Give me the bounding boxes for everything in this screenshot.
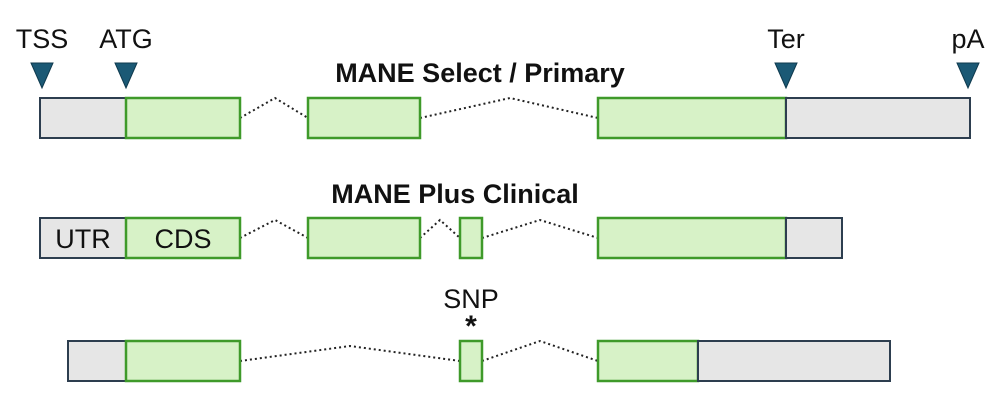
mane-plus-title: MANE Plus Clinical: [331, 179, 579, 209]
snp-star-icon: *: [465, 310, 477, 343]
utr-segment: [785, 97, 971, 139]
intron-line: [239, 96, 309, 119]
cds-exon: [306, 96, 422, 140]
cds-exon: [124, 339, 242, 383]
utr-segment: [67, 340, 127, 382]
pa-label: pA: [951, 24, 984, 54]
cds-exon: [458, 216, 484, 260]
mane-select-title: MANE Select / Primary: [335, 58, 625, 88]
cds-exon: [124, 216, 242, 260]
cds-label: CDS: [154, 224, 211, 254]
atg-label: ATG: [99, 24, 153, 54]
ter-marker-icon: [774, 62, 798, 90]
utr-segment: [39, 97, 127, 139]
intron-line: [239, 218, 309, 239]
cds-exon: [124, 96, 242, 140]
intron-line: [419, 218, 461, 239]
pa-marker-icon: [956, 62, 980, 90]
cds-exon: [306, 216, 422, 260]
snp-label: SNP: [443, 284, 499, 314]
utr-segment: [785, 217, 843, 259]
ter-label: Ter: [767, 24, 805, 54]
intron-line: [419, 96, 599, 119]
atg-marker-icon: [114, 62, 138, 90]
tss-label: TSS: [16, 24, 69, 54]
utr-label: UTR: [55, 224, 111, 254]
tss-marker-icon: [30, 62, 54, 90]
cds-exon: [596, 96, 788, 140]
intron-line: [481, 218, 599, 239]
cds-exon: [458, 339, 484, 383]
cds-exon: [596, 339, 700, 383]
utr-segment: [39, 217, 127, 259]
cds-exon: [596, 216, 788, 260]
intron-line: [239, 344, 461, 362]
utr-segment: [697, 340, 891, 382]
intron-line: [481, 339, 599, 362]
